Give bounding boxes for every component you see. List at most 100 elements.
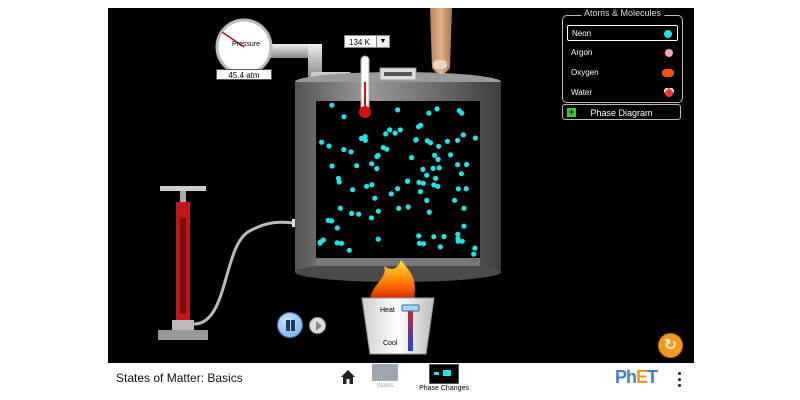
container-window bbox=[316, 101, 480, 266]
pump-rod bbox=[180, 191, 186, 203]
neon-particle bbox=[461, 223, 467, 229]
neon-particle bbox=[405, 178, 411, 184]
neon-particle bbox=[448, 152, 454, 158]
atom-option-water[interactable]: Water bbox=[567, 85, 678, 101]
phet-menu-icon[interactable] bbox=[675, 370, 683, 390]
plus-icon[interactable]: + bbox=[567, 107, 576, 117]
neon-particle bbox=[329, 102, 335, 108]
neon-particle bbox=[413, 137, 419, 143]
atom-option-neon[interactable]: Neon bbox=[567, 25, 678, 41]
neon-particle bbox=[426, 110, 432, 116]
neon-particle bbox=[463, 186, 469, 192]
heater-bucket bbox=[361, 297, 435, 355]
neon-particle bbox=[472, 135, 478, 141]
neon-particle bbox=[380, 144, 386, 151]
neon-particle bbox=[397, 127, 403, 133]
thermometer-bulb bbox=[359, 106, 371, 118]
neon-particle bbox=[341, 114, 347, 120]
pump-base-neck bbox=[172, 320, 194, 330]
neon-particle bbox=[354, 163, 360, 169]
neon-particle bbox=[349, 210, 355, 216]
neon-particle bbox=[455, 186, 461, 192]
pump-base bbox=[158, 330, 208, 340]
flame-icon bbox=[370, 260, 415, 298]
neon-particle bbox=[409, 155, 415, 161]
neon-particle bbox=[455, 231, 461, 237]
heater-cooler: Heat Cool bbox=[361, 260, 435, 355]
finger-shape[interactable] bbox=[430, 8, 452, 74]
lid-handle-grip bbox=[384, 72, 412, 76]
neon-particle bbox=[375, 236, 381, 242]
neon-particle bbox=[431, 234, 437, 240]
particle-container bbox=[295, 72, 501, 282]
atoms-panel-title: Atoms & Molecules bbox=[580, 8, 665, 18]
neon-particle bbox=[420, 166, 426, 172]
atom-option-argon[interactable]: Argon bbox=[567, 45, 678, 61]
neon-particle bbox=[392, 130, 398, 136]
neon-particle bbox=[405, 204, 411, 210]
phase-diagram-button[interactable]: + Phase Diagram bbox=[562, 104, 681, 120]
neon-particle bbox=[320, 237, 326, 243]
neon-particle bbox=[452, 197, 458, 203]
pressure-readout: 45.4 atm bbox=[216, 69, 272, 80]
neon-particle bbox=[417, 189, 423, 195]
neon-particle bbox=[346, 247, 352, 253]
heat-cool-track bbox=[408, 309, 413, 351]
phet-logo: PhET bbox=[615, 367, 658, 387]
phase-diagram-label: Phase Diagram bbox=[590, 108, 653, 118]
neon-particle bbox=[424, 138, 430, 144]
home-icon[interactable] bbox=[340, 369, 356, 385]
fingernail bbox=[433, 60, 447, 69]
neon-particle bbox=[350, 187, 356, 193]
thermometer-mercury bbox=[364, 82, 366, 110]
atom-option-label: Argon bbox=[571, 48, 593, 57]
pump-handle[interactable] bbox=[160, 186, 206, 191]
neon-particle bbox=[369, 161, 375, 167]
finger-icon[interactable] bbox=[430, 8, 452, 74]
neon-particle bbox=[472, 245, 478, 251]
neon-particle bbox=[416, 240, 422, 246]
neon-particle bbox=[364, 183, 370, 189]
neon-particle bbox=[334, 225, 340, 231]
sim-screen: Pressure bbox=[108, 8, 694, 363]
heat-cool-slider-thumb[interactable] bbox=[401, 304, 420, 312]
lid-handle[interactable] bbox=[379, 67, 417, 81]
scene-canvas: Pressure bbox=[158, 8, 501, 355]
reset-all-button[interactable]: ↻ bbox=[658, 333, 683, 358]
neon-particle bbox=[388, 191, 394, 197]
neon-particle bbox=[372, 195, 378, 201]
neon-particle bbox=[362, 137, 368, 143]
pause-button[interactable] bbox=[277, 312, 303, 338]
neon-particle bbox=[418, 122, 424, 128]
app-title: States of Matter: Basics bbox=[116, 371, 243, 385]
tab-label: Phase Changes bbox=[419, 385, 469, 392]
neon-particle bbox=[374, 166, 380, 172]
neon-particle bbox=[424, 172, 430, 178]
atom-option-oxygen[interactable]: Oxygen bbox=[567, 65, 678, 81]
neon-particle bbox=[456, 108, 462, 114]
neon-particle bbox=[337, 205, 343, 211]
triangle-down-icon[interactable]: ▼ bbox=[376, 36, 389, 47]
neon-particle bbox=[458, 171, 464, 177]
reset-icon[interactable]: ↻ bbox=[663, 337, 678, 354]
atom-option-label: Water bbox=[571, 88, 593, 97]
atom-option-label: Neon bbox=[572, 29, 592, 38]
neon-particle bbox=[435, 183, 441, 189]
neon-particle bbox=[444, 138, 450, 144]
thermometer bbox=[359, 55, 371, 118]
neon-particle bbox=[433, 175, 439, 181]
atom-option-label: Oxygen bbox=[571, 68, 599, 77]
neon-particle bbox=[432, 152, 438, 158]
neon-particle bbox=[434, 106, 440, 112]
heat-label: Heat bbox=[380, 307, 395, 314]
neon-particle bbox=[383, 131, 389, 137]
temperature-units-dropdown[interactable]: 134 K ▼ bbox=[344, 35, 390, 48]
navigation-bar: States of Matter: Basics States Phase Ch… bbox=[108, 363, 694, 397]
tab-states[interactable]: States bbox=[371, 364, 399, 394]
temperature-readout: 134 K bbox=[349, 38, 370, 47]
neon-particle bbox=[471, 251, 477, 257]
neon-particle bbox=[420, 180, 426, 186]
neon-particle bbox=[335, 175, 342, 181]
tab-phase-changes[interactable]: Phase Changes bbox=[412, 364, 476, 396]
step-button[interactable] bbox=[309, 317, 326, 334]
